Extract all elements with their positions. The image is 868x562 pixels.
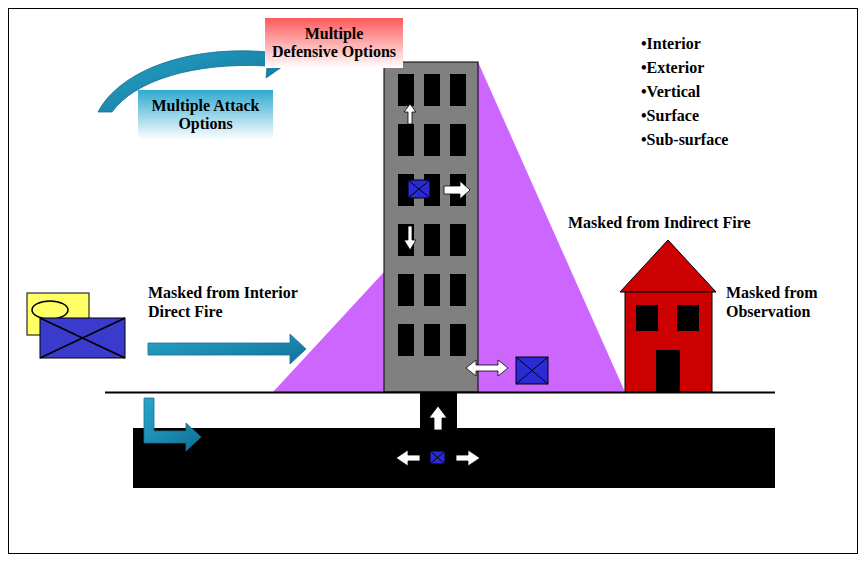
frame bbox=[9, 9, 858, 554]
annotation: Masked from Interior Direct Fire bbox=[148, 283, 308, 321]
box-title: Multiple Defensive Options bbox=[271, 25, 397, 62]
bullet-item: •Interior bbox=[641, 34, 771, 53]
unit-symbol bbox=[408, 180, 430, 198]
bullet-item: •Surface bbox=[641, 106, 771, 125]
box-title: Multiple Attack Options bbox=[144, 97, 267, 134]
building-windows bbox=[398, 74, 466, 356]
attack-arrow bbox=[144, 398, 201, 451]
tunnel bbox=[133, 428, 775, 488]
attack-arrow bbox=[148, 334, 306, 364]
annotation: Masked from Observation bbox=[726, 283, 826, 321]
building bbox=[384, 62, 478, 392]
movement-arrows bbox=[396, 104, 508, 466]
bullet-item: •Sub-surface bbox=[641, 130, 771, 149]
title-box: Multiple Attack Options bbox=[138, 90, 273, 140]
title-box: Multiple Defensive Options bbox=[265, 18, 403, 68]
bullet-item: •Vertical bbox=[641, 82, 771, 101]
house bbox=[620, 240, 716, 392]
unit-symbol bbox=[430, 451, 445, 464]
unit-symbol bbox=[516, 357, 548, 384]
infantry-symbol bbox=[40, 318, 125, 358]
bullet-item: •Exterior bbox=[641, 58, 771, 77]
shaft bbox=[420, 393, 457, 429]
annotation: Masked from Indirect Fire bbox=[568, 213, 808, 232]
